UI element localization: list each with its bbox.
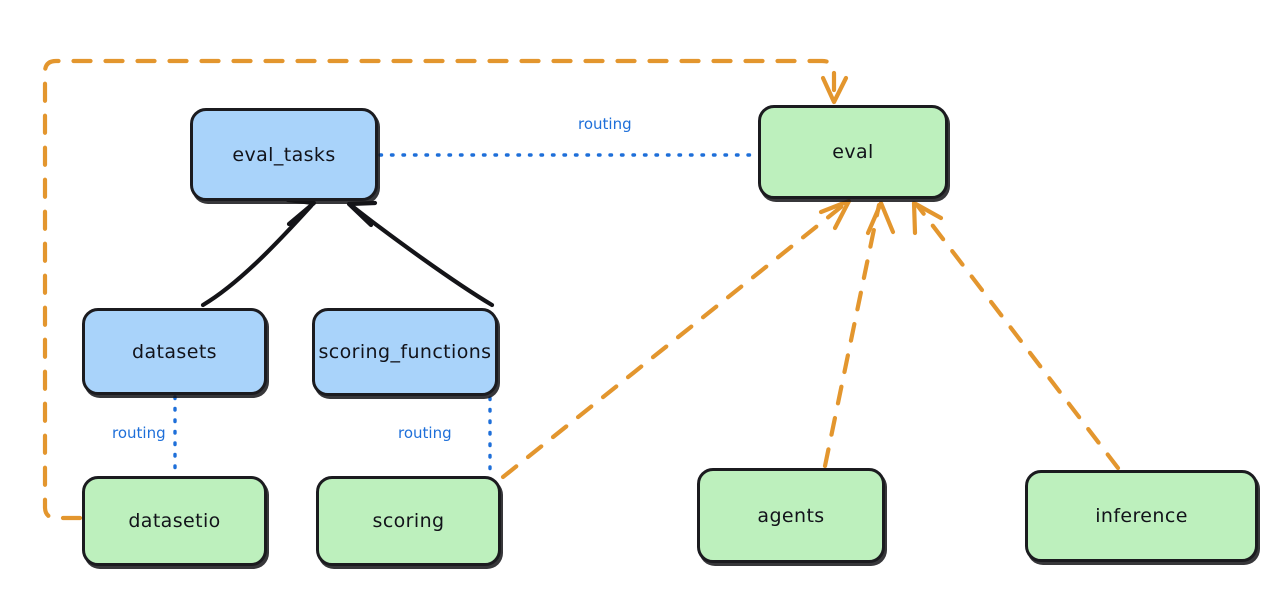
node-label: eval [832, 141, 874, 163]
edge-scoring_functions-to-eval_tasks [346, 200, 495, 308]
edge-datasetio-to-eval [42, 58, 849, 521]
edge-inference-to-eval [911, 200, 1121, 471]
edge-label-routing-datasetio: routing [112, 424, 166, 442]
node-label: scoring_functions [318, 341, 492, 363]
node-inference[interactable]: inference [1025, 470, 1258, 562]
node-scoring[interactable]: scoring [316, 476, 501, 566]
node-label: scoring [372, 510, 445, 532]
edge-agents-to-eval [822, 200, 896, 469]
node-label: datasets [132, 340, 217, 363]
edge-label-routing-eval: routing [578, 115, 632, 133]
node-label: inference [1095, 505, 1188, 527]
node-datasets[interactable]: datasets [82, 308, 267, 395]
node-label: eval_tasks [232, 143, 336, 166]
edge-datasets-to-eval_tasks [200, 197, 317, 308]
node-agents[interactable]: agents [697, 468, 885, 563]
node-datasetio[interactable]: datasetio [82, 476, 267, 566]
node-scoring-functions[interactable]: scoring_functions [312, 308, 498, 396]
edge-scoring-to-eval [500, 198, 852, 480]
node-eval-tasks[interactable]: eval_tasks [190, 108, 378, 201]
node-eval[interactable]: eval [758, 105, 948, 199]
node-label: datasetio [128, 510, 221, 532]
node-label: agents [757, 504, 825, 527]
edge-label-routing-scoring: routing [398, 424, 452, 442]
